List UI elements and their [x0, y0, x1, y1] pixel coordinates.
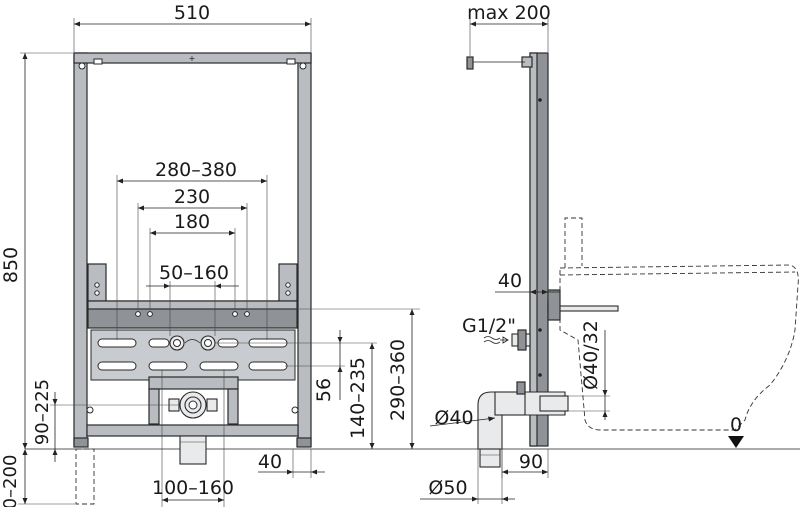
water-flow-symbol [483, 336, 501, 344]
left-bracket-hole [94, 282, 100, 288]
drain-bracket-left [148, 388, 160, 425]
height-290-360-label: 290–360 [387, 339, 409, 421]
top-right-mount-hole [299, 62, 307, 70]
drain-spigot [539, 395, 569, 412]
left-water-fitting-bore [173, 339, 181, 347]
side-depth-90-label: 90 [519, 451, 543, 473]
frame-width-label: 510 [174, 2, 210, 24]
leader-arrow [488, 416, 495, 422]
thread-size-label: G1/2" [462, 315, 516, 337]
plate-slot [97, 361, 137, 371]
dim-arrows [530, 289, 548, 295]
dim-arrows [287, 469, 317, 475]
top-left-mount-hole [78, 62, 86, 70]
foot-offset-label: 40 [258, 451, 282, 473]
support-bracket [547, 289, 561, 321]
side-depth-40-label: 40 [498, 270, 522, 292]
dim-arrows [22, 449, 28, 504]
upper-cross-bar-top [87, 300, 298, 310]
water-flow-arrow [500, 336, 509, 344]
bidet-tap-outline [564, 217, 583, 268]
fitting-connector [184, 339, 201, 344]
bidet-outline [559, 264, 799, 431]
leg-bolt [291, 406, 299, 414]
top-rail-center-mark: + [189, 54, 196, 63]
column-hole [538, 98, 542, 102]
mounting-plate [90, 329, 296, 381]
water-inlet-nut [517, 329, 527, 351]
drain-elbow-socket [494, 391, 526, 416]
plate-slot [248, 361, 288, 371]
max-depth-label: max 200 [467, 2, 551, 24]
plate-slot [148, 361, 188, 371]
bar-hole [244, 311, 250, 317]
column-hole [538, 328, 542, 332]
left-frame-leg [73, 52, 88, 447]
drain-bracket-right [227, 388, 239, 425]
connection-spacing-230-label: 230 [174, 186, 210, 208]
total-height-label: 850 [0, 247, 22, 283]
bottom-frame-rail [86, 424, 299, 437]
side-frame-column-face [529, 52, 538, 447]
drain-pipe-below-floor-side [479, 448, 501, 468]
side-view: max 200 40 G1/2" Ø40/32 [420, 2, 799, 504]
plate-slot [199, 361, 239, 371]
height-56-label: 56 [313, 378, 335, 402]
bar-hole [147, 311, 153, 317]
top-right-slot [286, 58, 296, 65]
leg-extension-dashed [75, 448, 95, 505]
drain-spacing-label: 100–160 [152, 477, 234, 499]
plate-slot [148, 338, 170, 348]
leg-bolt [86, 406, 94, 414]
dim-arrows [602, 390, 608, 417]
pipe-diameter-50-label: Ø50 [428, 477, 467, 499]
plate-slot [97, 338, 137, 348]
height-0-200-label: 0–200 [0, 455, 21, 507]
top-left-slot [93, 58, 103, 65]
wall-anchor-end [466, 56, 474, 70]
leader-40 [429, 417, 496, 427]
water-outlet-spacing-label: 50–160 [159, 262, 229, 284]
bidet-rim-line [559, 271, 796, 276]
drain-outlet-bore [188, 400, 198, 410]
bar-hole [135, 311, 141, 317]
right-bracket-hole [285, 282, 291, 288]
height-90-225-label: 90–225 [32, 379, 53, 445]
drain-clamp [516, 381, 526, 395]
right-foot [296, 437, 312, 448]
left-foot [73, 437, 89, 448]
column-hole [538, 373, 542, 377]
right-frame-leg [297, 52, 312, 447]
connection-spacing-range-label: 280–380 [155, 159, 237, 181]
right-water-fitting-bore [204, 339, 212, 347]
floor-level-marker [728, 436, 744, 448]
top-frame-rail [73, 52, 312, 64]
bar-hole [232, 311, 238, 317]
floor-level-label: 0 [730, 414, 742, 436]
pipe-diameter-40-label: Ø40 [434, 407, 473, 429]
drain-bracket [148, 376, 239, 390]
height-140-235-label: 140–235 [347, 357, 369, 439]
connection-spacing-180-label: 180 [174, 211, 210, 233]
drain-pipe-below-floor [179, 435, 207, 465]
drain-clamp-right [206, 398, 218, 412]
left-bracket-hole [94, 290, 100, 296]
right-bracket-hole [285, 290, 291, 296]
pipe-diameter-40-32-label: Ø40/32 [580, 320, 602, 390]
